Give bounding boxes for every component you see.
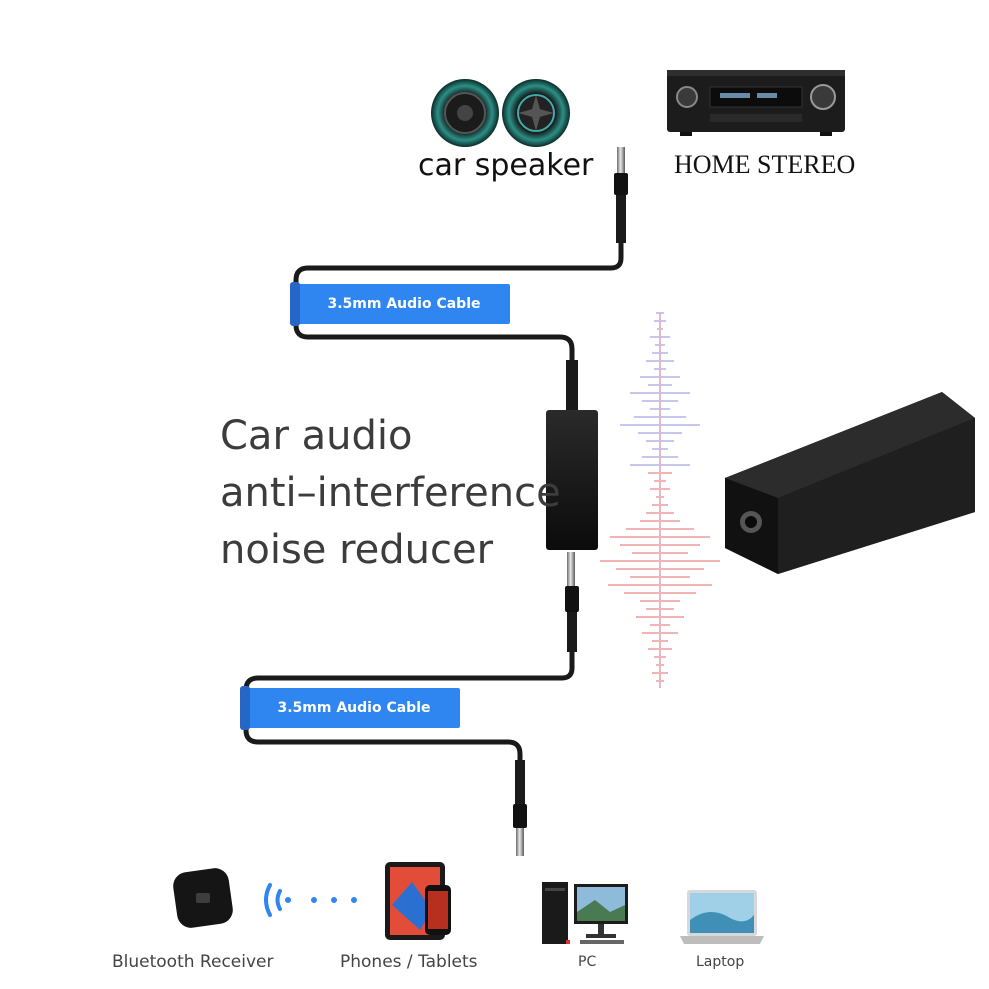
sound-wave-graphic (600, 312, 720, 688)
laptop-icon (680, 890, 764, 944)
wifi-signal-icon (264, 883, 357, 917)
title-line-1: Car audio (220, 413, 413, 459)
cable-label-lower-text: 3.5mm Audio Cable (277, 700, 431, 716)
audio-plug-icon (513, 760, 527, 856)
title-line-3: noise reducer (220, 527, 494, 573)
pc-icon (542, 882, 628, 944)
cable-clip (290, 282, 300, 326)
cable-label-upper: 3.5mm Audio Cable (290, 282, 510, 326)
noise-reducer-inline-icon (546, 410, 598, 550)
phones-tablets-label: Phones / Tablets (340, 952, 478, 972)
bluetooth-receiver-label: Bluetooth Receiver (112, 952, 274, 972)
noise-reducer-device-icon (725, 392, 975, 574)
speaker-icon (431, 79, 570, 147)
cable-clip (240, 686, 250, 730)
title-line-2: anti–interference (220, 470, 561, 516)
stereo-receiver-icon (667, 70, 845, 136)
cable-strain-relief (566, 360, 578, 412)
wave-axis (659, 312, 661, 688)
pc-label: PC (578, 954, 597, 970)
cable-label-upper-text: 3.5mm Audio Cable (327, 296, 481, 312)
audio-plug-icon (614, 147, 628, 243)
audio-plug-icon (565, 552, 579, 652)
home-stereo-label: HOME STEREO (674, 150, 856, 179)
cable-label-lower: 3.5mm Audio Cable (240, 686, 460, 730)
phone-tablet-icon (385, 862, 451, 940)
car-speaker-label: car speaker (418, 148, 594, 183)
bluetooth-receiver-icon (173, 868, 233, 928)
laptop-label: Laptop (696, 954, 745, 970)
